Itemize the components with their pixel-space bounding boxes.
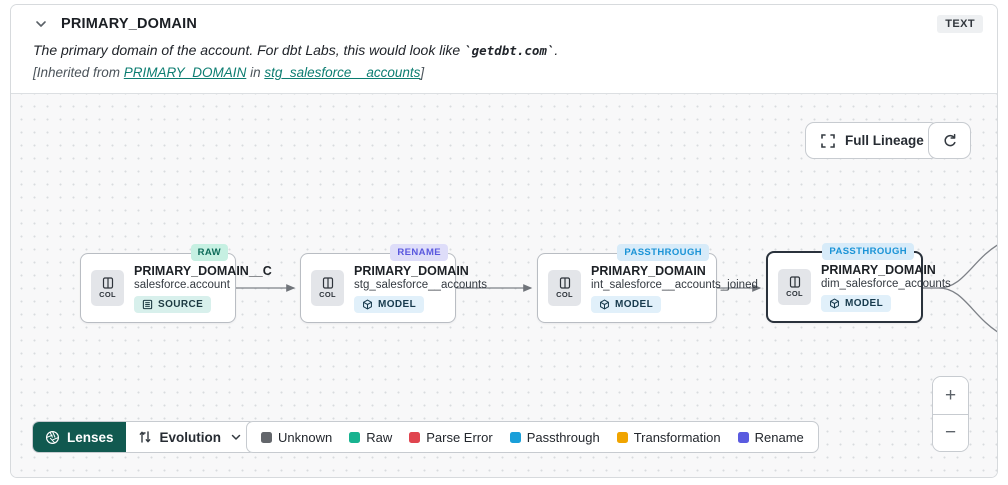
column-type-badge: TEXT bbox=[937, 15, 983, 33]
zoom-out-button[interactable]: − bbox=[933, 414, 968, 451]
node-column-name: PRIMARY_DOMAIN bbox=[821, 262, 936, 277]
node-model-name: dim_salesforce_accounts bbox=[821, 277, 951, 290]
lineage-node-dim[interactable]: PASSTHROUGH COL PRIMARY_DOMAIN dim_sales… bbox=[766, 243, 951, 323]
evolution-badge: RAW bbox=[190, 244, 228, 261]
legend-item: Passthrough bbox=[509, 430, 600, 445]
legend-item: Rename bbox=[737, 430, 804, 445]
node-model-name: int_salesforce__accounts_joined bbox=[591, 278, 758, 291]
legend-swatch bbox=[509, 431, 521, 443]
column-chip: COL bbox=[311, 270, 344, 306]
resource-type-tag: SOURCE bbox=[134, 295, 212, 313]
lens-aperture-icon bbox=[45, 430, 60, 444]
evolution-badge: PASSTHROUGH bbox=[617, 244, 709, 261]
chevron-down-icon[interactable] bbox=[33, 16, 49, 32]
chevron-down-icon bbox=[231, 434, 241, 440]
column-chip: COL bbox=[548, 270, 581, 306]
resource-type-tag: MODEL bbox=[821, 294, 892, 312]
page-title: PRIMARY_DOMAIN bbox=[61, 16, 197, 32]
lineage-node-stg[interactable]: RENAME COL PRIMARY_DOMAIN stg_salesforce… bbox=[300, 244, 487, 323]
inherited-column-link[interactable]: PRIMARY_DOMAIN bbox=[123, 65, 247, 80]
column-icon bbox=[789, 276, 800, 288]
legend-swatch bbox=[261, 431, 272, 443]
model-icon bbox=[600, 299, 609, 309]
legend-swatch bbox=[616, 431, 628, 443]
node-model-name: stg_salesforce__accounts bbox=[354, 278, 487, 291]
lineage-canvas[interactable]: RAW COL PRIMARY_DOMAIN__C salesforce.acc… bbox=[11, 94, 997, 477]
evolution-badge: RENAME bbox=[390, 244, 448, 261]
column-chip: COL bbox=[778, 269, 811, 305]
evolution-badge: PASSTHROUGH bbox=[822, 243, 914, 260]
lenses-button[interactable]: Lenses bbox=[33, 422, 126, 452]
legend-item: Parse Error bbox=[409, 430, 493, 445]
refresh-button[interactable] bbox=[928, 122, 971, 159]
fullscreen-icon bbox=[821, 133, 835, 148]
inherited-from-line: [Inherited from PRIMARY_DOMAIN in stg_sa… bbox=[33, 65, 425, 80]
resource-type-tag: MODEL bbox=[354, 295, 425, 313]
source-icon bbox=[142, 299, 153, 309]
legend-swatch bbox=[737, 431, 749, 443]
zoom-control: + − bbox=[932, 376, 969, 452]
lens-selector[interactable]: Evolution bbox=[125, 422, 256, 452]
column-icon bbox=[322, 277, 333, 289]
model-icon bbox=[363, 299, 372, 309]
column-icon bbox=[559, 277, 570, 289]
inline-code: `getdbt.com` bbox=[464, 43, 555, 58]
legend-item: Transformation bbox=[616, 430, 721, 445]
lenses-control: Lenses Evolution bbox=[32, 421, 257, 453]
column-description: The primary domain of the account. For d… bbox=[33, 42, 559, 58]
node-model-name: salesforce.account bbox=[134, 278, 230, 291]
refresh-icon bbox=[943, 133, 956, 146]
evolution-icon bbox=[139, 431, 150, 443]
lineage-node-int[interactable]: PASSTHROUGH COL PRIMARY_DOMAIN int_sales… bbox=[537, 244, 758, 323]
column-chip: COL bbox=[91, 270, 124, 306]
zoom-in-button[interactable]: + bbox=[933, 377, 968, 414]
node-column-name: PRIMARY_DOMAIN bbox=[354, 263, 469, 278]
legend-swatch bbox=[349, 431, 361, 443]
legend-item: Raw bbox=[349, 430, 392, 445]
evolution-legend: Unknown Raw Parse Error Passthrough Tran… bbox=[246, 421, 819, 453]
model-icon bbox=[830, 298, 839, 308]
legend-item: Unknown bbox=[261, 430, 332, 445]
column-header: PRIMARY_DOMAIN TEXT The primary domain o… bbox=[11, 5, 997, 94]
resource-type-tag: MODEL bbox=[591, 295, 662, 313]
node-column-name: PRIMARY_DOMAIN__C bbox=[134, 263, 272, 278]
inherited-model-link[interactable]: stg_salesforce__accounts bbox=[264, 65, 421, 80]
full-lineage-button[interactable]: Full Lineage bbox=[805, 122, 939, 159]
node-column-name: PRIMARY_DOMAIN bbox=[591, 263, 706, 278]
column-icon bbox=[102, 277, 113, 289]
lineage-node-source[interactable]: RAW COL PRIMARY_DOMAIN__C salesforce.acc… bbox=[80, 244, 272, 323]
column-lineage-panel: PRIMARY_DOMAIN TEXT The primary domain o… bbox=[10, 4, 998, 478]
legend-swatch bbox=[409, 431, 421, 443]
